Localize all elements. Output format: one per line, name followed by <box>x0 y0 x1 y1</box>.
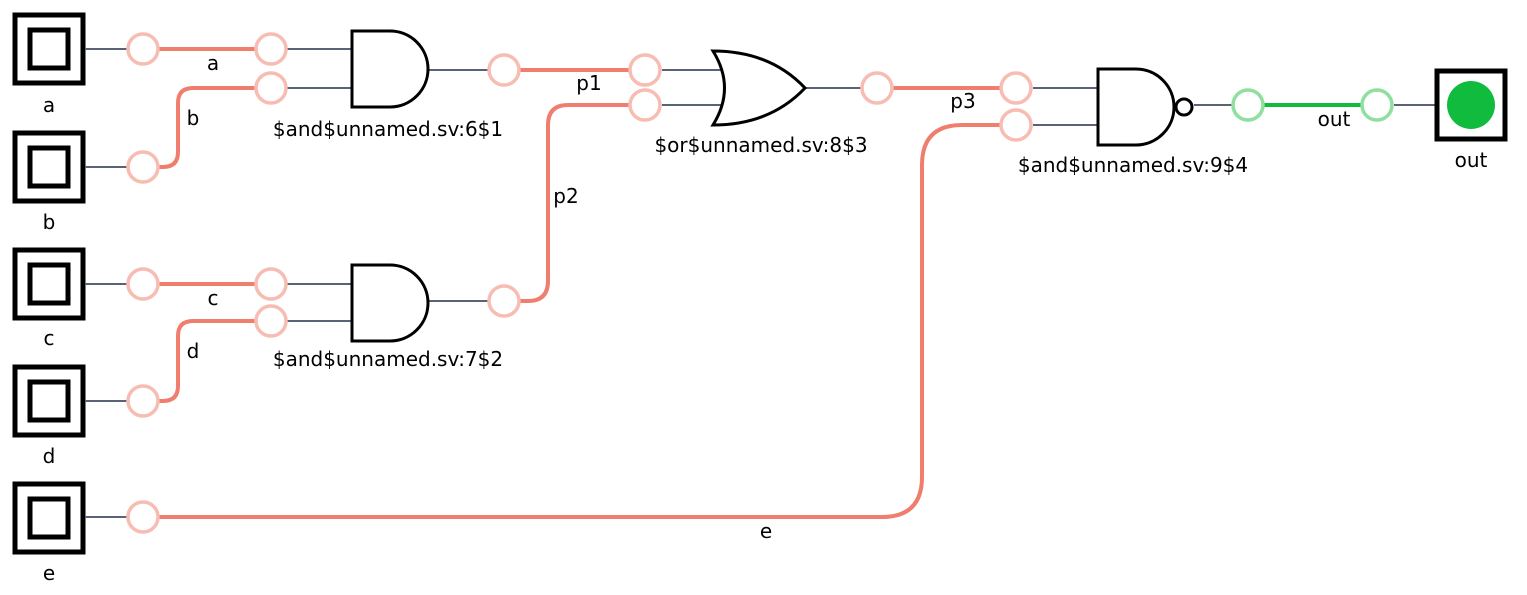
port <box>487 284 521 318</box>
ports-high <box>1231 88 1394 122</box>
port <box>126 500 160 534</box>
output-label: out <box>1455 148 1488 172</box>
port <box>628 88 662 122</box>
port <box>254 267 288 301</box>
input-label-b: b <box>43 210 56 234</box>
input-label-c: c <box>44 326 55 350</box>
wire-label-e: e <box>760 519 772 543</box>
wire-label-b: b <box>187 106 200 130</box>
nand-bubble <box>1174 97 1194 117</box>
port <box>999 71 1033 105</box>
gate-label-4: $and$unnamed.sv:9$4 <box>1018 153 1248 177</box>
input-a[interactable] <box>12 12 86 86</box>
port <box>1360 88 1394 122</box>
wire-d[interactable] <box>141 319 272 403</box>
and-gate-1[interactable] <box>350 29 430 109</box>
ports-low <box>126 32 1033 534</box>
input-label-d: d <box>43 444 56 468</box>
input-label-a: a <box>43 93 55 117</box>
wire-label-p1: p1 <box>576 71 601 95</box>
wire-label-out: out <box>1318 107 1351 131</box>
wire-p2[interactable] <box>502 103 647 303</box>
gate-label-3: $or$unnamed.sv:8$3 <box>654 133 867 157</box>
nand-gate-4[interactable] <box>1096 67 1176 147</box>
port <box>1231 88 1265 122</box>
port <box>254 304 288 338</box>
port <box>999 108 1033 142</box>
and-gate-2[interactable] <box>350 263 430 343</box>
wire-b[interactable] <box>141 86 272 169</box>
output-lamp <box>1447 81 1495 129</box>
port <box>126 384 160 418</box>
wire-e[interactable] <box>141 123 1018 519</box>
input-d[interactable] <box>12 364 86 438</box>
wire-label-c: c <box>208 286 219 310</box>
port <box>126 267 160 301</box>
gate-label-2: $and$unnamed.sv:7$2 <box>273 347 503 371</box>
input-e[interactable] <box>12 481 86 555</box>
input-b[interactable] <box>12 130 86 204</box>
port <box>126 32 160 66</box>
wire-label-d: d <box>187 339 200 363</box>
input-label-e: e <box>43 561 55 585</box>
port <box>628 53 662 87</box>
wire-label-a: a <box>207 51 219 75</box>
port <box>860 71 894 105</box>
wire-label-p3: p3 <box>950 89 975 113</box>
gate-label-1: $and$unnamed.sv:6$1 <box>273 117 503 141</box>
wire-label-p2: p2 <box>553 184 578 208</box>
port <box>126 150 160 184</box>
or-gate-3[interactable] <box>710 49 808 127</box>
port <box>254 71 288 105</box>
port <box>487 53 521 87</box>
gate-stubs <box>287 48 1437 322</box>
input-c[interactable] <box>12 247 86 321</box>
port <box>254 32 288 66</box>
output-out <box>1434 68 1508 142</box>
